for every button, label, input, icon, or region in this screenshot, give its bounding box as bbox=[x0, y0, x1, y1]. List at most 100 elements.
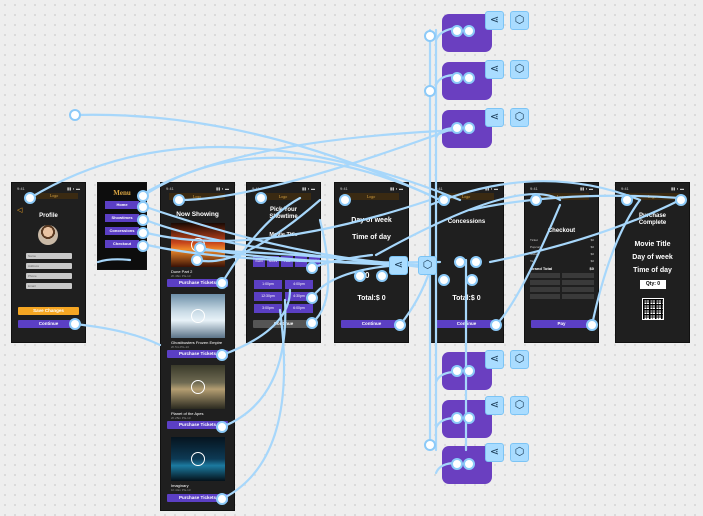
name-field[interactable]: Name bbox=[26, 253, 72, 259]
connector-dot[interactable] bbox=[424, 85, 436, 97]
purchase-tickets-button[interactable]: Purchase Tickets bbox=[167, 421, 228, 429]
connector-dot[interactable] bbox=[376, 270, 388, 282]
connector-dot[interactable] bbox=[255, 192, 267, 204]
time-option[interactable]: 1:00pm bbox=[254, 280, 282, 289]
component-icon[interactable]: ⬡ bbox=[418, 256, 437, 275]
continue-button[interactable]: Continue bbox=[436, 320, 497, 328]
component-icon[interactable]: ⬡ bbox=[510, 443, 529, 462]
continue-button[interactable]: Continue bbox=[341, 320, 402, 328]
menu-item-concessions[interactable]: Concessions bbox=[105, 227, 139, 235]
connector-dot[interactable] bbox=[69, 109, 81, 121]
connector-dot[interactable] bbox=[191, 254, 203, 266]
component-icon[interactable]: ⬡ bbox=[510, 350, 529, 369]
connector-dot[interactable] bbox=[463, 365, 475, 377]
connector-dot[interactable] bbox=[463, 122, 475, 134]
connector-dot[interactable] bbox=[463, 72, 475, 84]
time-option[interactable]: 3:00pm bbox=[254, 304, 282, 313]
day-mon[interactable]: MON bbox=[267, 256, 279, 267]
connector-dot[interactable] bbox=[466, 274, 478, 286]
back-icon[interactable]: ◁ bbox=[17, 207, 23, 214]
connector-dot[interactable] bbox=[216, 277, 228, 289]
card-field[interactable] bbox=[530, 294, 560, 299]
card-field[interactable] bbox=[562, 280, 594, 285]
connector-dot[interactable] bbox=[137, 227, 149, 239]
connector-dot[interactable] bbox=[306, 292, 318, 304]
branch-icon[interactable]: ⋖ bbox=[485, 396, 504, 415]
connector-dot[interactable] bbox=[463, 25, 475, 37]
component-icon[interactable]: ⬡ bbox=[510, 60, 529, 79]
branch-icon[interactable]: ⋖ bbox=[485, 350, 504, 369]
connector-dot[interactable] bbox=[339, 194, 351, 206]
purchase-tickets-button[interactable]: Purchase Tickets bbox=[167, 494, 228, 502]
time-option[interactable]: 4:00pm bbox=[285, 280, 313, 289]
card-field[interactable] bbox=[530, 280, 560, 285]
continue-button[interactable]: Continue bbox=[18, 320, 79, 328]
branch-icon[interactable]: ⋖ bbox=[485, 60, 504, 79]
address-field[interactable]: Address bbox=[26, 263, 72, 269]
branch-icon[interactable]: ⋖ bbox=[485, 108, 504, 127]
component-icon[interactable]: ⬡ bbox=[510, 108, 529, 127]
connector-dot[interactable] bbox=[586, 319, 598, 331]
connector-dot[interactable] bbox=[451, 412, 463, 424]
poster-imaginary[interactable] bbox=[171, 437, 225, 481]
save-changes-button[interactable]: Save Changes bbox=[18, 307, 79, 315]
menu-item-checkout[interactable]: Checkout bbox=[105, 240, 139, 248]
component-icon[interactable]: ⬡ bbox=[510, 396, 529, 415]
connector-dot[interactable] bbox=[463, 412, 475, 424]
card-field[interactable] bbox=[562, 294, 594, 299]
connector-dot[interactable] bbox=[438, 194, 450, 206]
phone-field[interactable]: Phone bbox=[26, 273, 72, 279]
connector-dot[interactable] bbox=[454, 256, 466, 268]
card-field[interactable] bbox=[562, 287, 594, 292]
connector-dot[interactable] bbox=[137, 214, 149, 226]
card-number-field[interactable] bbox=[562, 273, 594, 278]
email-field[interactable]: Email bbox=[26, 283, 72, 289]
connector-dot[interactable] bbox=[194, 242, 206, 254]
connector-dot[interactable] bbox=[470, 256, 482, 268]
connector-dot[interactable] bbox=[394, 319, 406, 331]
connector-dot[interactable] bbox=[451, 122, 463, 134]
connector-dot[interactable] bbox=[621, 194, 633, 206]
purchase-tickets-button[interactable]: Purchase Tickets bbox=[167, 350, 228, 358]
connector-dot[interactable] bbox=[490, 319, 502, 331]
connector-dot[interactable] bbox=[306, 262, 318, 274]
branch-icon[interactable]: ⋖ bbox=[389, 256, 408, 275]
branch-icon[interactable]: ⋖ bbox=[485, 11, 504, 30]
day-sun[interactable]: SUN bbox=[253, 256, 265, 267]
card-name-field[interactable] bbox=[530, 273, 560, 278]
continue-button[interactable]: Continue bbox=[253, 320, 314, 328]
day-wed[interactable]: WED bbox=[295, 256, 307, 267]
time-option[interactable]: 4:30pm bbox=[285, 292, 313, 301]
pay-button[interactable]: Pay bbox=[531, 320, 592, 328]
menu-item-home[interactable]: Home bbox=[105, 201, 139, 209]
time-option[interactable]: 6:00pm bbox=[285, 304, 313, 313]
connector-dot[interactable] bbox=[424, 439, 436, 451]
connector-dot[interactable] bbox=[451, 25, 463, 37]
connector-dot[interactable] bbox=[675, 194, 687, 206]
card-field[interactable] bbox=[530, 287, 560, 292]
connector-dot[interactable] bbox=[24, 192, 36, 204]
connector-dot[interactable] bbox=[216, 421, 228, 433]
poster-planet-of-the-apes[interactable] bbox=[171, 365, 225, 409]
connector-dot[interactable] bbox=[424, 30, 436, 42]
time-option[interactable]: 12:30pm bbox=[254, 292, 282, 301]
connector-dot[interactable] bbox=[438, 274, 450, 286]
connector-dot[interactable] bbox=[530, 194, 542, 206]
connector-dot[interactable] bbox=[306, 317, 318, 329]
connector-dot[interactable] bbox=[216, 493, 228, 505]
day-tue[interactable]: TUE bbox=[281, 256, 293, 267]
connector-dot[interactable] bbox=[451, 365, 463, 377]
connector-dot[interactable] bbox=[216, 349, 228, 361]
poster-ghostbusters[interactable] bbox=[171, 294, 225, 338]
purchase-tickets-button[interactable]: Purchase Tickets bbox=[167, 279, 228, 287]
connector-dot[interactable] bbox=[137, 201, 149, 213]
menu-item-showtimes[interactable]: Showtimes bbox=[105, 214, 139, 222]
connector-dot[interactable] bbox=[451, 458, 463, 470]
connector-dot[interactable] bbox=[69, 318, 81, 330]
connector-dot[interactable] bbox=[137, 240, 149, 252]
connector-dot[interactable] bbox=[463, 458, 475, 470]
connector-dot[interactable] bbox=[354, 270, 366, 282]
branch-icon[interactable]: ⋖ bbox=[485, 443, 504, 462]
connector-dot[interactable] bbox=[173, 194, 185, 206]
component-icon[interactable]: ⬡ bbox=[510, 11, 529, 30]
